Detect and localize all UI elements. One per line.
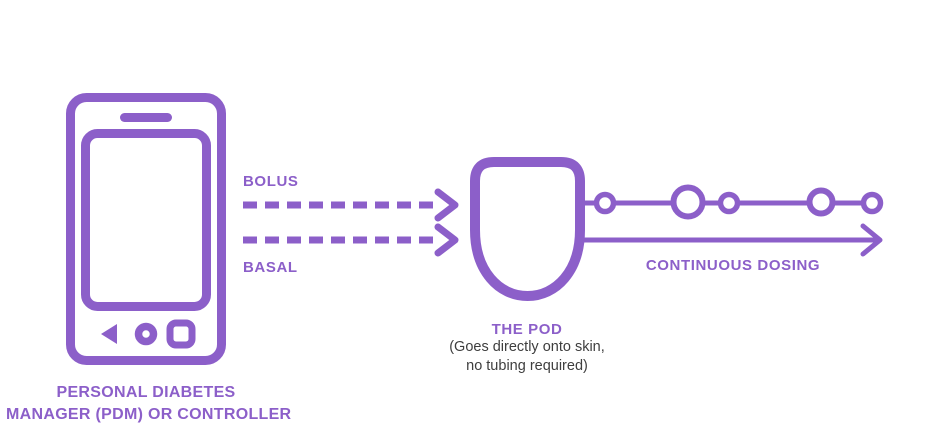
pdm-caption-line2: MANAGER (PDM) OR CONTROLLER xyxy=(6,405,292,423)
phone-speaker xyxy=(120,113,172,122)
continuous-dosing-arrow xyxy=(582,223,883,257)
phone-recents-button-icon xyxy=(166,319,196,349)
bolus-arrowhead xyxy=(434,188,459,222)
continuous-dosing-label: CONTINUOUS DOSING xyxy=(645,257,821,274)
pdm-caption-line1: PERSONAL DIABETES xyxy=(56,384,236,401)
pod-title: THE POD xyxy=(491,321,563,338)
dose-bead-medium xyxy=(806,187,836,217)
pod-shape xyxy=(470,157,585,301)
phone-body xyxy=(66,93,226,365)
dose-bead-large xyxy=(670,184,706,220)
pod-subtitle-line2: no tubing required) xyxy=(466,358,588,374)
continuous-dosing-arrowhead xyxy=(860,223,883,257)
basal-label: BASAL xyxy=(243,259,298,276)
dose-bead-small-2 xyxy=(717,191,741,215)
phone-home-button-icon xyxy=(134,322,158,346)
pod-icon xyxy=(470,157,585,301)
phone-screen xyxy=(81,129,211,311)
basal-arrow xyxy=(243,223,459,257)
phone-back-button-icon xyxy=(101,324,117,344)
dose-bead-small-3 xyxy=(860,191,884,215)
basal-arrowhead xyxy=(434,223,459,257)
pdm-phone-icon xyxy=(66,93,226,365)
pod-caption: THE POD (Goes directly onto skin, no tub… xyxy=(407,321,647,376)
bolus-dose-bead-line xyxy=(582,184,884,220)
pdm-caption: PERSONAL DIABETES MANAGER (PDM) OR CONTR… xyxy=(6,382,292,425)
pod-subtitle-line1: (Goes directly onto skin, xyxy=(449,339,605,355)
bolus-label: BOLUS xyxy=(243,173,299,190)
dose-bead-small-1 xyxy=(593,191,617,215)
bolus-arrow xyxy=(243,188,459,222)
